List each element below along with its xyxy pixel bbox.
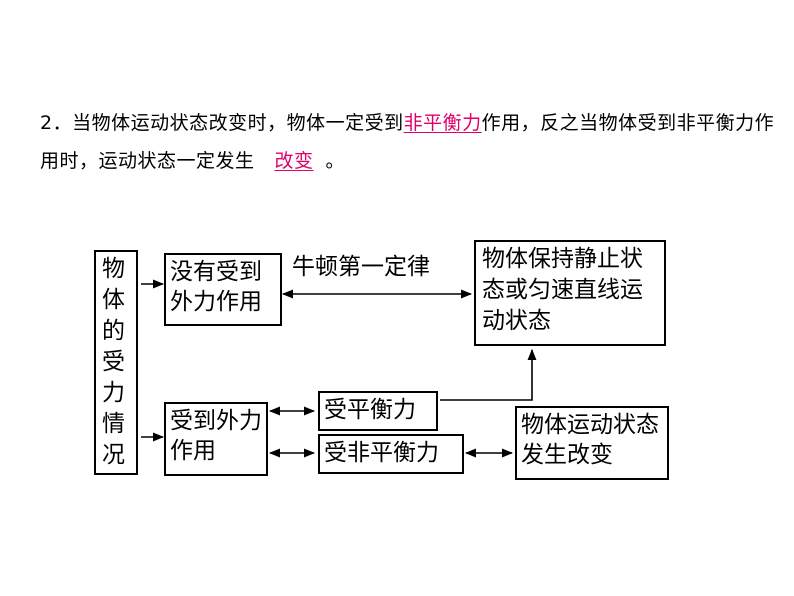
answer-blank-2: 改变	[274, 150, 314, 172]
box-external-force: 受到外力作用	[164, 402, 268, 476]
question-suffix: 。	[325, 150, 346, 172]
box-force-condition: 物体的受力情况	[94, 250, 138, 475]
box-balanced-force: 受平衡力	[318, 391, 438, 431]
static-state-label: 物体保持静止状态或匀速直线运动状态	[482, 246, 643, 334]
answer-blank-1: 非平衡力	[403, 112, 482, 134]
with-force-label: 受到外力作用	[170, 408, 262, 464]
newton-first-law-label: 牛顿第一定律	[292, 254, 430, 280]
box-no-external-force: 没有受到外力作用	[164, 253, 282, 326]
box-static-or-uniform: 物体保持静止状态或匀速直线运动状态	[474, 240, 666, 346]
question-text: 2．当物体运动状态改变时，物体一定受到非平衡力作用，反之当物体受到非平衡力作用时…	[40, 104, 780, 180]
no-force-label: 没有受到外力作用	[170, 259, 262, 315]
state-change-label: 物体运动状态发生改变	[521, 412, 659, 468]
balanced-label: 受平衡力	[324, 397, 416, 423]
root-label: 物体的受力情况	[102, 256, 125, 468]
question-prefix: 2．当物体运动状态改变时，物体一定受到	[40, 112, 404, 134]
unbalanced-label: 受非平衡力	[324, 440, 439, 466]
question-middle: 作用，反之当物体受到非平衡力作用时，运动状态一定发生	[40, 112, 775, 172]
box-unbalanced-force: 受非平衡力	[318, 434, 464, 474]
box-state-change: 物体运动状态发生改变	[515, 406, 669, 480]
arrow-balanced-to-static	[440, 348, 537, 401]
